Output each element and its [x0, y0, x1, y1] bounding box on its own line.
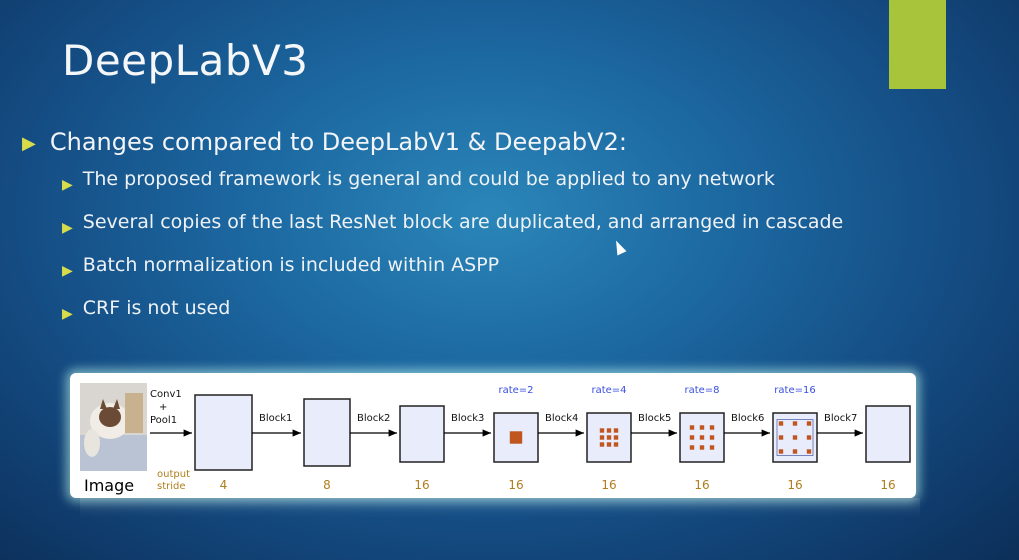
conv-label: Conv1 + Pool1	[150, 389, 185, 426]
block-label-1: Block1	[259, 413, 292, 424]
bullet-main-text: Changes compared to DeepLabV1 & DeepabV2…	[49, 128, 627, 156]
rate-dot	[689, 445, 695, 450]
bullet-arrow-icon: ▶	[22, 133, 36, 154]
rate-dot	[613, 442, 619, 447]
rate-dot	[599, 435, 605, 440]
rate-dot	[599, 428, 605, 433]
rate-dot	[606, 435, 612, 440]
rate-dot	[778, 449, 784, 454]
sub-bullet-list: ▶ The proposed framework is general and …	[62, 166, 922, 327]
slide-title: DeepLabV3	[62, 36, 309, 85]
image-label: Image	[84, 476, 134, 495]
rate-dot	[513, 435, 519, 440]
feature-map-8	[865, 405, 911, 463]
stride-value-4: 16	[508, 478, 523, 492]
output-stride-label: output stride	[157, 469, 193, 492]
block-label-2: Block2	[357, 413, 390, 424]
rate-label-2: rate=4	[591, 385, 626, 396]
block-label-7: Block7	[824, 413, 857, 424]
block-label-5: Block5	[638, 413, 671, 424]
rate-dot	[792, 421, 798, 426]
block-label-6: Block6	[731, 413, 764, 424]
rate-dot	[509, 435, 515, 440]
architecture-diagram: Image Conv1 + Pool1 output stride Block1…	[70, 373, 916, 498]
rate-dot	[778, 421, 784, 426]
accent-bar	[889, 0, 946, 89]
stride-value-2: 8	[323, 478, 331, 492]
rate-dot	[509, 431, 515, 436]
rate-dot	[513, 439, 519, 444]
bullet-arrow-icon: ▶	[62, 263, 73, 279]
stride-value-3: 16	[414, 478, 429, 492]
stride-value-7: 16	[787, 478, 802, 492]
rate-dot	[606, 428, 612, 433]
rate-dot	[806, 435, 812, 440]
sub-bullet: ▶ CRF is not used	[62, 295, 862, 327]
sub-bullet: ▶ Several copies of the last ResNet bloc…	[62, 209, 862, 241]
diagram-svg: Image Conv1 + Pool1 output stride Block1…	[80, 383, 911, 495]
block-label-4: Block4	[545, 413, 578, 424]
rate-dot	[806, 449, 812, 454]
sub-bullet-text: The proposed framework is general and co…	[82, 168, 775, 190]
rate-dot	[709, 445, 715, 450]
rate-dot	[513, 431, 519, 436]
sub-bullet-text: CRF is not used	[82, 297, 231, 319]
rate-dot	[806, 421, 812, 426]
rate-dot	[699, 445, 705, 450]
rate-dot	[699, 425, 705, 430]
rate-grid-outline	[776, 419, 814, 456]
stride-value-1: 4	[220, 478, 228, 492]
rate-dot	[517, 439, 523, 444]
block-label-3: Block3	[451, 413, 484, 424]
rate-dot	[709, 425, 715, 430]
rate-dot	[606, 442, 612, 447]
bullet-list: ▶ Changes compared to DeepLabV1 & Deepab…	[22, 128, 922, 338]
cat-image	[80, 383, 147, 471]
rate-dot	[699, 435, 705, 440]
stride-value-8: 16	[880, 478, 895, 492]
rate-label-4: rate=16	[774, 385, 815, 396]
rate-dot	[709, 435, 715, 440]
stride-value-6: 16	[694, 478, 709, 492]
bullet-main: ▶ Changes compared to DeepLabV1 & Deepab…	[22, 128, 922, 156]
rate-dot	[517, 435, 523, 440]
rate-label-1: rate=2	[498, 385, 533, 396]
rate-label-3: rate=8	[684, 385, 719, 396]
rate-dot	[689, 435, 695, 440]
feature-map-2	[303, 398, 351, 467]
bullet-arrow-icon: ▶	[62, 177, 73, 193]
feature-map-1	[194, 394, 253, 471]
sub-bullet: ▶ The proposed framework is general and …	[62, 166, 862, 198]
rate-dot	[689, 425, 695, 430]
rate-dot	[613, 435, 619, 440]
sub-bullet-text: Batch normalization is included within A…	[82, 254, 500, 276]
diagram-reflection	[80, 498, 920, 518]
rate-dot	[792, 435, 798, 440]
bullet-arrow-icon: ▶	[62, 220, 73, 236]
rate-dot	[792, 449, 798, 454]
rate-dot	[599, 442, 605, 447]
sub-bullet: ▶ Batch normalization is included within…	[62, 252, 862, 284]
rate-dot	[778, 435, 784, 440]
feature-map-3	[399, 405, 445, 463]
rate-dot	[509, 439, 515, 444]
stride-value-5: 16	[601, 478, 616, 492]
sub-bullet-text: Several copies of the last ResNet block …	[82, 211, 844, 233]
bullet-arrow-icon: ▶	[62, 306, 73, 322]
rate-dot	[517, 431, 523, 436]
rate-dot	[613, 428, 619, 433]
